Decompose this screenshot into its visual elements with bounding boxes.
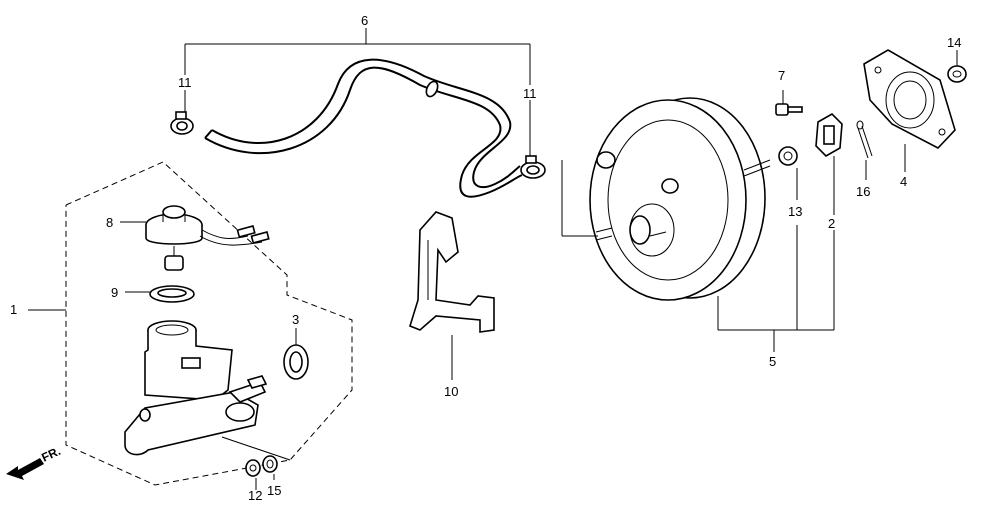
- callout-6: 6: [361, 13, 368, 28]
- callout-13: 13: [788, 204, 802, 219]
- leader-booster: [717, 144, 906, 352]
- master-cylinder-outline: [28, 161, 353, 486]
- master-cylinder-body: [124, 320, 268, 456]
- vacuum-hose: [204, 58, 523, 198]
- callout-11-left: 11: [178, 75, 192, 90]
- callout-1: 1: [10, 302, 17, 317]
- callout-10: 10: [444, 384, 458, 399]
- callout-3: 3: [292, 312, 299, 327]
- clevis-2: [815, 113, 843, 157]
- nut-14: [947, 65, 967, 83]
- front-arrow-icon: [6, 458, 44, 480]
- brake-booster: [589, 97, 771, 301]
- gasket-4: [863, 49, 956, 149]
- callout-14: 14: [947, 35, 961, 50]
- hose-clamp-right: [520, 155, 546, 179]
- leader-hose: [184, 28, 531, 156]
- master-cylinder-seal: [283, 344, 309, 380]
- washer-15: [262, 455, 278, 473]
- callout-12: 12: [248, 488, 262, 503]
- nut-13: [778, 146, 798, 166]
- callout-8: 8: [106, 215, 113, 230]
- callout-7: 7: [778, 68, 785, 83]
- callout-16: 16: [856, 184, 870, 199]
- callout-5: 5: [769, 354, 776, 369]
- bracket: [409, 211, 495, 380]
- front-marker-label: FR.: [39, 444, 62, 465]
- callout-2: 2: [828, 216, 835, 231]
- nut-12: [245, 459, 261, 477]
- callout-9: 9: [111, 285, 118, 300]
- callout-15: 15: [267, 483, 281, 498]
- callout-4: 4: [900, 174, 907, 189]
- reservoir-cap: [145, 205, 270, 271]
- hose-clamp-left: [170, 111, 194, 135]
- bolt-7: [775, 90, 803, 116]
- callout-11-right: 11: [523, 86, 537, 101]
- reservoir-filter-ring: [149, 285, 195, 303]
- pin-16: [856, 120, 873, 159]
